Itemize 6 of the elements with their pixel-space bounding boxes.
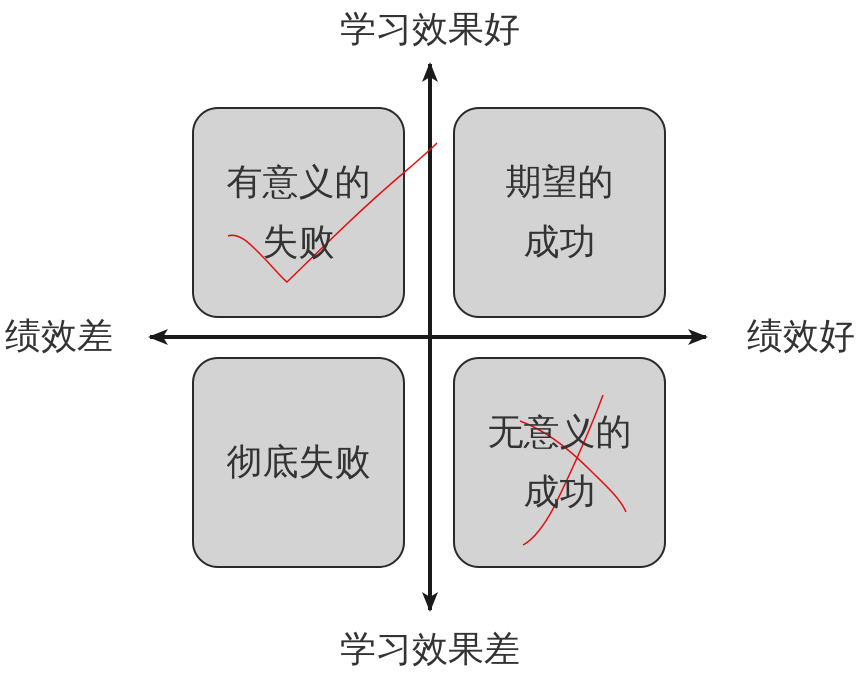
axis-label: 绩效差 [5, 315, 113, 359]
quadrant-box: 期望的成功 [453, 107, 666, 318]
axis-label: 学习效果差 [340, 628, 520, 672]
quadrant-box: 彻底失败 [192, 357, 405, 568]
axis-label: 绩效好 [747, 315, 855, 359]
axis-label: 学习效果好 [340, 8, 520, 52]
